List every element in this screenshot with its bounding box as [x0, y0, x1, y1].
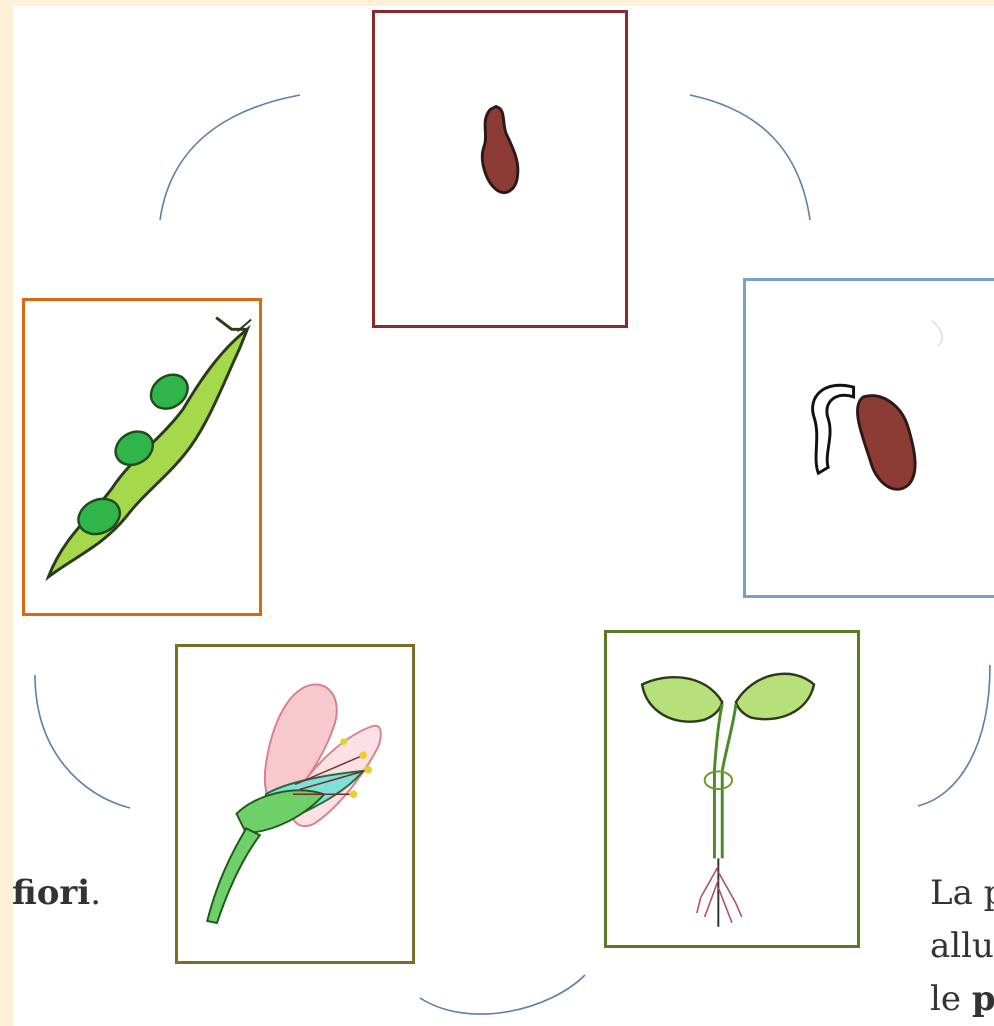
- right-text-line-2: allu: [930, 929, 994, 963]
- arc-right: [918, 665, 990, 806]
- stage-seedling-card: [604, 630, 860, 948]
- right-text-line-3-bold: p: [972, 979, 994, 1019]
- germinating-seed-illustration: [746, 281, 994, 595]
- arc-top-right: [690, 95, 810, 220]
- arc-top-left: [160, 95, 300, 220]
- seedling-illustration: [607, 633, 857, 945]
- right-text-line-1: La p: [930, 876, 994, 910]
- right-text-line-3: le p: [930, 982, 994, 1016]
- left-punct: .: [90, 873, 101, 913]
- flower-illustration: [178, 647, 412, 961]
- left-text-fragment: fiori.: [12, 876, 101, 910]
- stage-germinating-card: [743, 278, 994, 598]
- pod-illustration: [25, 301, 259, 613]
- left-bold-word: fiori: [12, 873, 90, 913]
- arc-left: [35, 675, 130, 808]
- stage-pod-card: [22, 298, 262, 616]
- arc-bottom: [420, 975, 585, 1014]
- seed-illustration: [375, 13, 625, 325]
- stage-flower-card: [175, 644, 415, 964]
- right-text-line-3-plain: le: [930, 979, 972, 1019]
- stage-seed-card: [372, 10, 628, 328]
